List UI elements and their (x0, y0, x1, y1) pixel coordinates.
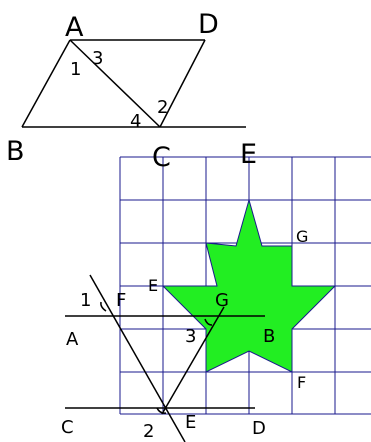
leaf-label-g: G (296, 227, 308, 246)
vertex-label-c: C (152, 142, 171, 173)
leaf-label-e: E (148, 276, 158, 295)
point-label-d: D (252, 418, 266, 439)
parallelogram (21, 39, 246, 128)
leaf-shape (161, 198, 337, 373)
leaf-label-f: F (297, 373, 306, 392)
point-label-g: G (215, 290, 229, 311)
angle-4-label: 4 (130, 111, 141, 132)
vertex-label-a: A (65, 12, 84, 43)
transversal-angle-2-label: 2 (143, 421, 154, 442)
vertex-label-e: E (240, 139, 257, 170)
point-label-c: C (61, 417, 74, 438)
angle-2-label: 2 (157, 97, 168, 118)
vertex-label-d: D (198, 9, 219, 40)
point-label-f: F (116, 290, 126, 311)
transversal-angle-1-label: 1 (80, 290, 91, 311)
vertex-label-b: B (6, 136, 25, 167)
angle-1-label: 1 (70, 59, 81, 80)
point-label-e: E (185, 412, 196, 433)
point-label-b: B (263, 326, 275, 347)
point-label-a: A (66, 329, 79, 350)
transversal-angle-3-label: 3 (185, 326, 196, 347)
angle-3-label: 3 (92, 48, 103, 69)
parallel-lines (65, 274, 265, 442)
